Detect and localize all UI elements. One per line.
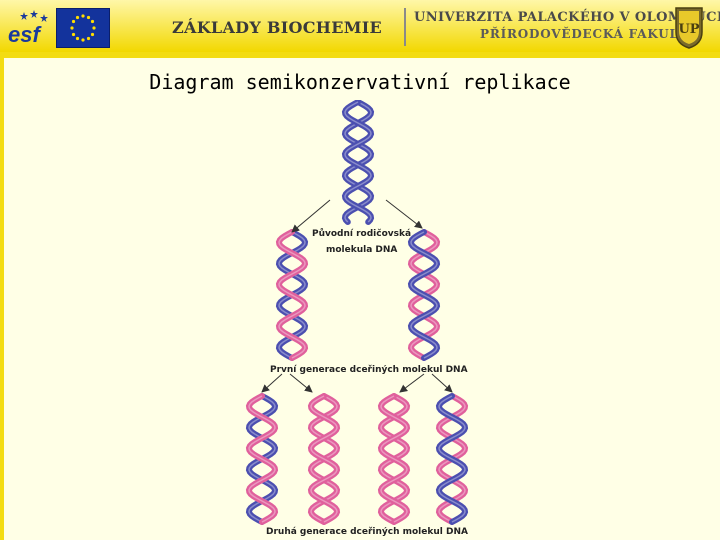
gen2-label: Druhá generace dceřiných molekul DNA <box>266 527 468 537</box>
gen2-helix-4 <box>439 396 465 522</box>
header-divider <box>404 8 406 46</box>
gen1-label: První generace dceřiných molekul DNA <box>270 365 468 375</box>
arrow-gen2-4 <box>432 374 452 392</box>
header-bar: esf ZÁKLADY BIOCHEMIE UNIVERZITA PALACKÉ… <box>0 0 720 58</box>
arrow-to-left-daughter <box>292 200 330 232</box>
replication-diagram: Původní rodičovská molekula DNA První ge… <box>0 100 720 540</box>
parent-helix <box>345 102 371 222</box>
gen2-helix-3 <box>381 396 407 522</box>
gen2-helix-2 <box>311 396 337 522</box>
gen1-helix-left <box>279 232 305 358</box>
parent-label-line2: molekula DNA <box>326 245 397 255</box>
esf-logo-text: esf <box>8 22 42 46</box>
gen2-helix-1 <box>249 396 275 522</box>
arrow-gen2-2 <box>290 374 312 392</box>
university-shield-logo: UP <box>674 6 704 50</box>
slide-title: Diagram semikonzervativní replikace <box>0 70 720 94</box>
eu-flag <box>56 8 110 48</box>
course-title: ZÁKLADY BIOCHEMIE <box>172 18 382 37</box>
arrow-to-right-daughter <box>386 200 422 228</box>
shield-text: UP <box>678 22 699 37</box>
parent-label-line1: Původní rodičovská <box>312 228 411 239</box>
arrow-gen2-3 <box>400 374 424 392</box>
dna-helices <box>249 102 465 522</box>
arrow-gen2-1 <box>262 374 282 392</box>
esf-logo: esf <box>6 8 52 46</box>
gen1-helix-right <box>411 232 437 358</box>
faculty-name: PŘÍRODOVĚDECKÁ FAKULTA <box>480 27 697 41</box>
